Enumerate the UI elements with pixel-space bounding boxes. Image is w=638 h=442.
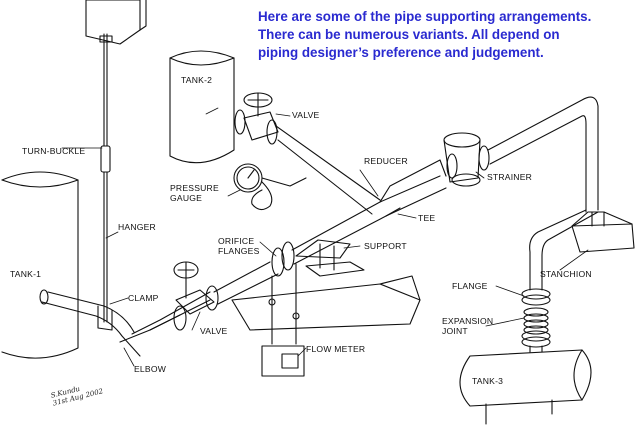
label-expansion-joint: EXPANSION JOINT	[442, 316, 493, 336]
label-pressure-gauge: PRESSURE GAUGE	[170, 183, 219, 203]
label-elbow: ELBOW	[134, 364, 167, 374]
expansion-joint	[521, 288, 551, 353]
valve-top	[234, 92, 381, 215]
tank-1	[1, 171, 79, 359]
label-tank-3: TANK-3	[472, 376, 504, 386]
headline-line-2: There can be numerous variants. All depe…	[258, 27, 560, 42]
label-flange: FLANGE	[452, 281, 488, 291]
headline-line-3: piping designer’s preference and judgeme…	[258, 45, 544, 60]
label-reducer: REDUCER	[364, 156, 408, 166]
label-support: SUPPORT	[364, 241, 407, 251]
label-strainer: STRAINER	[487, 172, 533, 182]
ceiling-block	[85, 0, 147, 45]
label-valve-top: VALVE	[292, 110, 320, 120]
lower-pipe-run	[39, 289, 211, 357]
label-expansion-joint-line-1: EXPANSION	[442, 316, 494, 326]
label-orifice-flanges-line-2: FLANGES	[218, 246, 260, 256]
tank-2	[169, 50, 235, 164]
label-pressure-gauge-line-2: GAUGE	[170, 193, 203, 203]
label-turn-buckle: TURN-BUCKLE	[22, 146, 86, 156]
label-expansion-joint-line-2: JOINT	[442, 326, 468, 336]
label-tank-2: TANK-2	[181, 75, 213, 85]
label-pressure-gauge-line-1: PRESSURE	[170, 183, 219, 193]
label-orifice-flanges-line-1: ORIFICE	[218, 236, 255, 246]
tank-3	[459, 349, 592, 425]
leader-lines	[61, 107, 589, 367]
label-hanger: HANGER	[118, 222, 156, 232]
label-orifice-flanges: ORIFICE FLANGES	[218, 236, 260, 256]
label-clamp: CLAMP	[128, 293, 159, 303]
hanger-rod	[99, 33, 113, 323]
reducer-tee	[379, 159, 447, 217]
right-loop-pipe	[487, 96, 599, 291]
label-tank-1: TANK-1	[10, 269, 42, 279]
valve-bottom	[173, 261, 219, 331]
support-structure	[231, 239, 421, 331]
label-flow-meter: FLOW METER	[306, 344, 366, 354]
label-stanchion: STANCHION	[540, 269, 592, 279]
flow-meter	[261, 263, 305, 377]
headline: Here are some of the pipe supporting arr…	[258, 8, 630, 62]
headline-line-1: Here are some of the pipe supporting arr…	[258, 9, 592, 24]
label-tee: TEE	[418, 213, 436, 223]
pressure-gauge	[233, 163, 307, 211]
strainer	[443, 132, 490, 187]
label-valve-bottom: VALVE	[200, 326, 228, 336]
stanchion	[571, 211, 635, 253]
